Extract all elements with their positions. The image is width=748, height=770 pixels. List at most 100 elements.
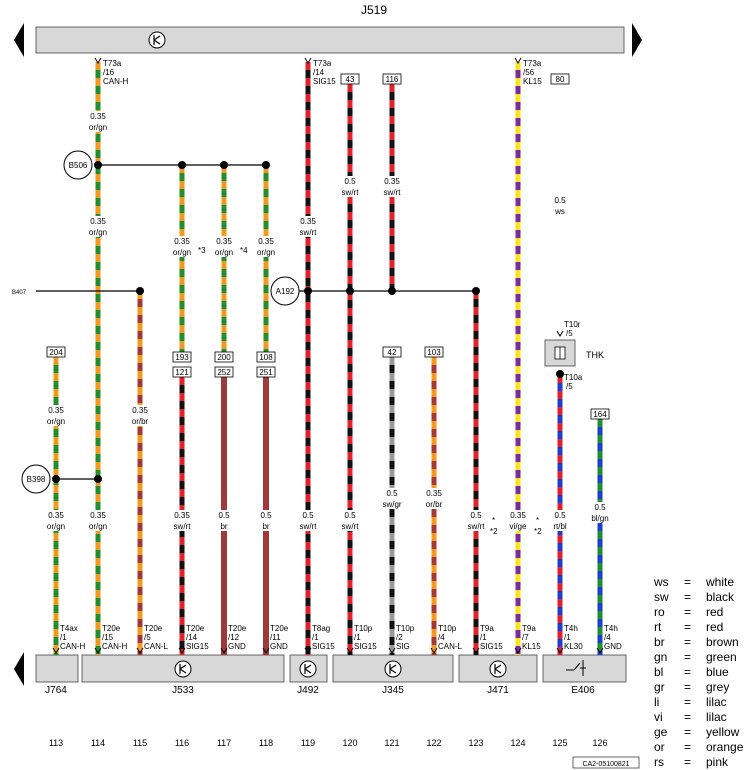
- cross-ref-number: 42: [388, 348, 397, 357]
- legend-equals: =: [684, 635, 692, 649]
- component-block: J471: [458, 654, 538, 696]
- pin-arrow: [178, 647, 186, 654]
- wire-label: 0.5 br: [253, 510, 279, 531]
- wire-size: 0.5: [260, 511, 272, 520]
- legend-color-name: white: [706, 575, 735, 589]
- junction-dot: [178, 161, 186, 169]
- bottom-pin-label: GND: [270, 642, 288, 651]
- junction-point: A192: [270, 276, 300, 306]
- component-ref: J492: [297, 685, 319, 696]
- bottom-pin-label: T9a: [522, 624, 536, 633]
- switch-icon: [566, 660, 586, 676]
- junction-point: B506: [63, 150, 93, 180]
- wire-size: 0.35: [90, 112, 106, 121]
- bottom-pin-label: T20e: [144, 624, 163, 633]
- cross-ref-number: 164: [593, 410, 607, 419]
- top-pin-label: T73a: [103, 59, 122, 68]
- cross-ref-number: 103: [427, 348, 441, 357]
- wire-size: 0.35: [258, 237, 274, 246]
- footnote-marker: *2: [534, 527, 542, 536]
- top-pin-label: /56: [523, 68, 535, 77]
- bottom-pin-label: /1: [312, 633, 319, 642]
- pin-arrow: [52, 647, 60, 654]
- wire-color-code: or/gn: [47, 522, 65, 531]
- legend-color-name: lilac: [706, 710, 727, 724]
- column-number: 119: [301, 738, 315, 748]
- cross-ref-box: 108: [256, 351, 276, 363]
- bottom-pin-label: T4h: [604, 624, 618, 633]
- component-ref: J345: [382, 685, 404, 696]
- cross-ref-number: 80: [556, 75, 565, 84]
- legend-color-name: brown: [706, 635, 739, 649]
- top-pin-label: /14: [313, 68, 325, 77]
- bottom-pin-label: /1: [354, 633, 361, 642]
- bottom-pin-label: /11: [270, 633, 281, 642]
- wire-size: 0.5: [344, 511, 356, 520]
- pin-arrow: [346, 647, 354, 654]
- wire-color-code: or/gn: [89, 123, 107, 132]
- bottom-pin-label: /5: [144, 633, 151, 642]
- legend-equals: =: [684, 620, 692, 634]
- legend-row: br = brown: [654, 635, 748, 650]
- fuse-bottom-pin: /5: [566, 382, 573, 391]
- wire-label: 0.5rt/bl: [547, 510, 573, 531]
- bottom-pin-label: /4: [438, 633, 445, 642]
- legend-code: bl: [654, 665, 664, 679]
- footnote-marker: *: [492, 516, 495, 525]
- legend-code: br: [654, 635, 665, 649]
- wire-color-code: br: [262, 522, 269, 531]
- legend-color-name: red: [706, 620, 724, 634]
- column-number: 125: [552, 738, 567, 748]
- bottom-pin-label: T9a: [480, 624, 494, 633]
- column-number: 120: [342, 738, 357, 748]
- junction-dot: [472, 287, 480, 295]
- junction-label: B506: [69, 161, 88, 170]
- wire-size: 0.35: [384, 177, 400, 186]
- wire-color-code: sw/rt: [300, 228, 318, 237]
- wire-size: 0.35: [90, 217, 106, 226]
- wire-color-code: vi/ge: [510, 522, 527, 531]
- pin-arrow: [556, 647, 564, 654]
- legend-equals: =: [684, 710, 692, 724]
- legend-equals: =: [684, 725, 692, 739]
- component-ref: E406: [571, 685, 595, 696]
- wire-color-code: sw/rt: [342, 522, 360, 531]
- column-number: 113: [49, 738, 63, 748]
- footer-ref: CA2-05100821: [572, 756, 640, 769]
- wire-size: 0.35: [300, 217, 316, 226]
- wire-color-code: or/br: [426, 500, 443, 509]
- legend-row: li=lilac: [654, 695, 748, 710]
- column-number: 114: [91, 738, 105, 748]
- column-number: 126: [592, 738, 607, 748]
- cross-ref-number: 200: [217, 353, 231, 362]
- wire-size: 0.35: [174, 237, 190, 246]
- bottom-pin-label: KL15: [522, 642, 541, 651]
- bottom-pin-label: T20e: [270, 624, 289, 633]
- bottom-pin-label: CAN-H: [60, 642, 86, 651]
- top-pin-label: T73a: [523, 59, 542, 68]
- side-ref-label: B407: [12, 290, 27, 296]
- wire-size: 0.5: [302, 511, 314, 520]
- cross-ref-box: 116: [382, 73, 402, 85]
- wire-size: 0.35: [216, 237, 232, 246]
- legend-code: or: [654, 740, 665, 754]
- top-pin-label: KL15: [523, 77, 542, 86]
- pin-arrow: [514, 57, 522, 64]
- footnote-marker: *4: [240, 246, 248, 255]
- wire-label: 0.5sw/rt: [463, 510, 489, 531]
- component-block: J345: [332, 654, 454, 696]
- bottom-pin-label: SIG: [396, 642, 410, 651]
- wire-size: 0.5: [386, 489, 398, 498]
- wire-label: 0.5bl/gn: [587, 502, 613, 523]
- pin-arrow: [220, 647, 228, 654]
- wire-label: 0.5br: [211, 510, 237, 531]
- wire-color-code: or/gn: [47, 417, 65, 426]
- legend-equals: =: [684, 740, 692, 754]
- legend-row: or=orange: [654, 740, 748, 755]
- legend-row: sw=black: [654, 590, 748, 605]
